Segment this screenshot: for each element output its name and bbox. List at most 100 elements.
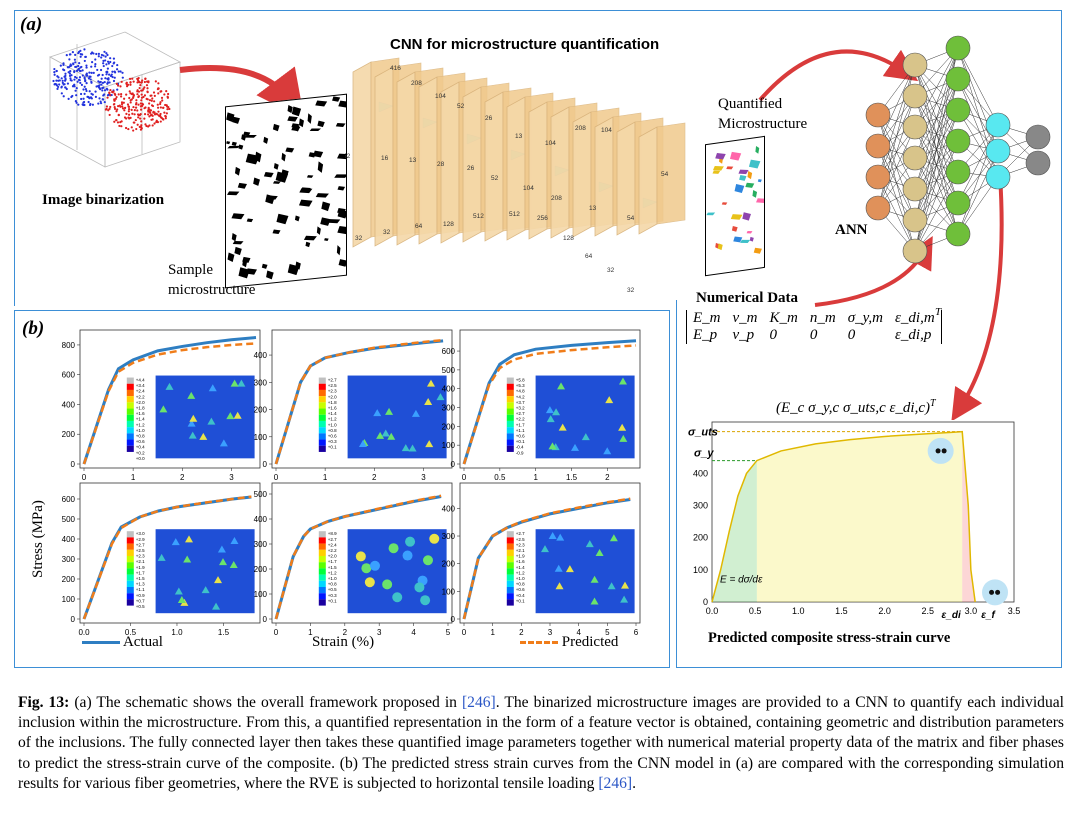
colorbar-label: +3.7 <box>516 400 525 405</box>
inclusion-shape <box>165 382 174 390</box>
scatter-point <box>75 65 78 68</box>
colorbar-cell <box>318 543 326 550</box>
scatter-point <box>113 107 117 110</box>
scatter-point <box>134 106 138 109</box>
contour-inset <box>535 529 635 614</box>
scatter-point <box>108 107 111 110</box>
scatter-point <box>131 112 134 115</box>
colorbar-label: +0.4 <box>516 593 525 598</box>
scatter-point <box>115 95 118 99</box>
colorbar-label: +1.4 <box>136 417 145 422</box>
y-tick-label: 200 <box>62 430 76 439</box>
cnn-layer <box>352 61 372 248</box>
scatter-point <box>132 94 135 97</box>
caption-ref-2[interactable]: [246] <box>598 774 633 792</box>
y-tick-label: 0 <box>451 460 456 469</box>
colorbar-label: +2.1 <box>516 548 525 553</box>
scatter-point <box>103 89 107 92</box>
scatter-point <box>56 75 59 78</box>
colorbar-cell <box>126 531 134 538</box>
stress-axis-label: Stress (MPa) <box>30 458 47 578</box>
sample-label-2: microstructure <box>168 282 256 298</box>
caption-part1: (a) The schematic shows the overall fram… <box>69 694 462 711</box>
scatter-point <box>56 87 59 90</box>
caption-end: . <box>632 774 637 792</box>
scatter-point <box>146 98 149 101</box>
inclusion-shape <box>555 582 564 590</box>
scatter-point <box>100 56 103 59</box>
scatter-point <box>101 81 105 84</box>
ann-edge <box>877 64 916 147</box>
colorbar-label: +0.9 <box>136 593 145 598</box>
flow-arrows <box>179 49 1004 420</box>
scatter-point <box>74 53 77 56</box>
scatter-point <box>102 64 105 68</box>
ann-hidden1-node <box>902 83 928 109</box>
void-nucleation-icon <box>927 437 954 464</box>
caption-ref-1[interactable]: [246] <box>461 694 496 711</box>
inclusion-shape <box>401 444 410 452</box>
colorbar-cell <box>506 433 514 440</box>
ann-hidden2-node <box>945 159 971 185</box>
colorbar-cell <box>126 377 134 384</box>
cnn-dimension-label: 28 <box>437 161 445 168</box>
y-tick-label: 100 <box>442 441 456 450</box>
quantified-blob <box>733 236 743 243</box>
y-tick-label: 400 <box>442 504 456 513</box>
inclusion-blob <box>303 235 317 241</box>
quantified-blob <box>729 151 742 161</box>
scatter-point <box>140 81 143 84</box>
scatter-point <box>64 77 67 80</box>
cnn-layer <box>638 126 658 235</box>
colorbar-cell <box>126 408 134 415</box>
scatter-point <box>133 113 136 116</box>
epsilon-f-label: ε_f <box>981 610 996 621</box>
ann-hidden2-node <box>945 66 971 92</box>
scatter-point <box>137 90 141 93</box>
cnn-dimension-label: 128 <box>563 235 574 242</box>
scatter-point <box>84 55 87 58</box>
colorbar-cell <box>126 433 134 440</box>
colorbar-label: +0.6 <box>328 434 337 439</box>
scatter-point <box>139 112 142 116</box>
y-tick-label: 200 <box>442 560 456 569</box>
inclusion-shape <box>411 409 420 417</box>
cnn-title: CNN for microstructure quantification <box>390 36 660 53</box>
scatter-point <box>111 64 114 68</box>
scatter-point <box>129 99 132 102</box>
inclusion-shape <box>219 558 228 566</box>
y-tick-label: 0 <box>71 460 76 469</box>
ann-hidden1-node <box>902 114 928 140</box>
inclusion-blob <box>266 270 274 280</box>
colorbar-label: +2.7 <box>516 531 525 536</box>
y-tick-label: 600 <box>442 347 456 356</box>
scatter-point <box>120 103 124 106</box>
inclusion-blob <box>334 174 347 178</box>
predicted-curve-title: Predicted composite stress-strain curve <box>708 630 951 646</box>
x-tick-label: 2 <box>180 473 185 482</box>
x-tick-label: 2 <box>519 628 524 636</box>
cnn-dimension-label: 32 <box>627 287 635 294</box>
colorbar-label: +0.3 <box>328 593 337 598</box>
colorbar-cell <box>506 568 514 575</box>
inclusion-blob <box>253 177 260 186</box>
panel-a-frame <box>14 10 1062 306</box>
legend-actual-text: Actual <box>122 634 163 650</box>
contour-inset <box>155 529 255 614</box>
scatter-point <box>105 87 108 90</box>
colorbar-cell <box>126 383 134 390</box>
ann-edge <box>877 126 916 209</box>
cnn-dimension-label: 26 <box>467 165 475 172</box>
y-tick-label: 0 <box>263 460 268 469</box>
scatter-point <box>115 110 118 113</box>
scatter-point <box>117 113 120 116</box>
inclusion-shape <box>187 391 196 399</box>
colorbar-label: +2.9 <box>136 537 145 542</box>
x-tick-label: 0.5 <box>125 628 137 636</box>
inclusion-shape <box>364 577 375 588</box>
scatter-point <box>111 75 114 79</box>
panel-a-frame-right-ext <box>676 300 1062 668</box>
scatter-point <box>129 81 132 84</box>
